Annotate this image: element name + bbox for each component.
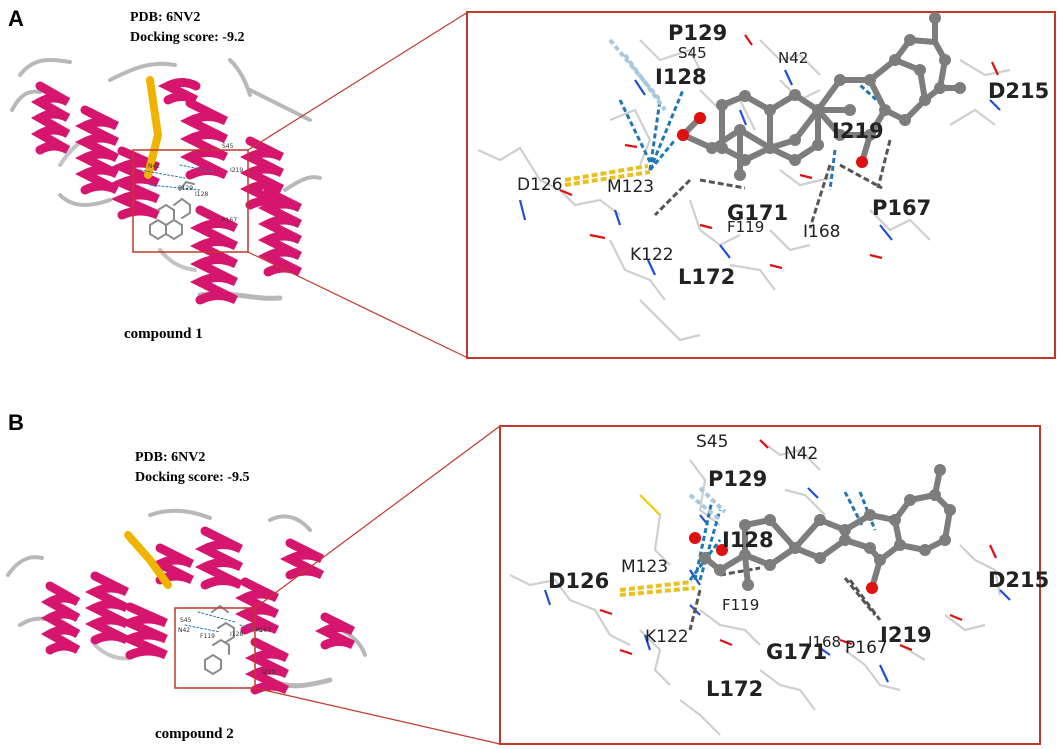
- panel-b: B PDB: 6NV2 Docking score: -9.5 compound…: [0, 400, 1059, 749]
- panel-a: A PDB: 6NV2 Docking score: -9.2 compound…: [0, 0, 1059, 370]
- zoom-box-b: [174, 607, 256, 689]
- residue-label-b-d215: D215: [988, 568, 1049, 592]
- hbonds-a: [618, 83, 884, 191]
- protein-overview-a: [10, 57, 322, 305]
- compound-caption-b: compound 2: [155, 726, 234, 742]
- residue-label-b-n42: N42: [784, 444, 818, 464]
- residue-label-b-d126: D126: [548, 569, 609, 593]
- pdb-id-a: PDB: 6NV2: [130, 10, 201, 25]
- protein-overview-b: [6, 508, 367, 695]
- sulfur-atoms-b: [639, 494, 661, 516]
- beta-strand-a: [144, 76, 163, 179]
- connector-bottom-b: [254, 687, 501, 745]
- mini-label-a-2: P129: [178, 185, 193, 192]
- zoom-box-a: [132, 149, 249, 253]
- residue-label-b-s45: S45: [696, 432, 728, 452]
- pdb-label-a: PDB: 6NV2 Docking score: -9.2: [130, 8, 244, 48]
- residue-label-b-f119: F119: [722, 596, 759, 614]
- connector-top-a: [247, 11, 469, 151]
- detail-view-a: [477, 12, 1011, 342]
- mini-label-b-1: S45: [180, 617, 192, 624]
- mini-ligand-a: [149, 180, 195, 241]
- residue-label-b-m123: M123: [621, 557, 668, 577]
- pdb-id-b: PDB: 6NV2: [135, 450, 206, 465]
- mini-ligand-b: [204, 604, 235, 676]
- residue-sticks-a: [477, 39, 1011, 342]
- residue-label-b-i168: I168: [808, 633, 841, 651]
- oxygen-atoms-b: [599, 439, 997, 656]
- panel-letter-a: A: [8, 6, 24, 31]
- mini-label-a-5: S45: [222, 143, 234, 150]
- hydrophobic-contacts-a: [653, 139, 892, 229]
- residue-label-b-i128: I128: [722, 528, 774, 552]
- mini-label-a-3: I128: [195, 191, 208, 198]
- residue-sticks-b: [509, 439, 1002, 736]
- residue-label-b-p167: P167: [845, 638, 888, 658]
- mini-label-b-5: I219: [262, 669, 275, 676]
- residue-label-a-p129: P129: [668, 21, 727, 45]
- mini-label-b-6: F119: [200, 633, 215, 640]
- residue-label-a-m123: M123: [607, 177, 654, 197]
- mini-hbonds-b: [184, 611, 263, 633]
- mini-label-b-4: P167: [256, 627, 271, 634]
- mini-label-a-4: P167: [222, 217, 237, 224]
- residue-label-a-d126: D126: [517, 175, 563, 195]
- mini-label-b-2: N42: [178, 627, 190, 634]
- residue-label-a-i168: I168: [803, 222, 840, 242]
- residue-label-a-i128: I128: [655, 65, 707, 89]
- beta-strand-b: [124, 531, 172, 589]
- residue-label-a-n42: N42: [778, 49, 808, 67]
- residue-label-a-d215: D215: [988, 79, 1049, 103]
- residue-label-a-k122: K122: [630, 245, 674, 265]
- ligand-oxygens-b: [689, 532, 878, 594]
- detail-frame-b: [499, 425, 1041, 745]
- residue-label-a-i219: I219: [832, 119, 884, 143]
- mini-hbonds-a: [139, 164, 216, 191]
- oxygen-atoms-a: [559, 34, 999, 270]
- panel-b-figure: S45 N42 I128 P167 I219 F119: [6, 425, 1049, 745]
- residue-label-b-l172: L172: [706, 677, 763, 701]
- residue-label-a-s45: S45: [678, 44, 707, 62]
- pdb-label-b: PDB: 6NV2 Docking score: -9.5: [135, 448, 249, 488]
- detail-frame-a: [466, 11, 1056, 359]
- ligand-atoms-b: [699, 464, 956, 591]
- residue-label-b-i219: I219: [880, 623, 932, 647]
- residue-label-a-p167: P167: [872, 196, 931, 220]
- residue-label-a-l172: L172: [678, 265, 735, 289]
- mini-label-b-3: I128: [230, 631, 243, 638]
- docking-score-b: Docking score: -9.5: [135, 470, 250, 485]
- connector-bottom-a: [247, 251, 469, 359]
- residue-label-a-g171: G171: [727, 201, 788, 225]
- residue-label-a-f119: F119: [727, 218, 764, 236]
- panel-letter-b: B: [8, 410, 24, 435]
- compound-caption-a: compound 1: [124, 326, 203, 342]
- salt-bridges-a: [564, 164, 651, 187]
- mini-label-a-6: I219: [230, 167, 243, 174]
- helix-group-b: [40, 526, 356, 695]
- helix-group-a: [30, 78, 303, 305]
- detail-view-b: [509, 439, 1011, 736]
- connector-top-b: [254, 425, 501, 609]
- salt-bridges-b: [619, 580, 696, 597]
- nitrogen-atoms-a: [518, 69, 1001, 276]
- panel-a-figure: N42 P129 I128 P167 S45 I219: [10, 11, 1056, 359]
- residue-label-b-p129: P129: [708, 467, 767, 491]
- residue-label-b-k122: K122: [645, 627, 689, 647]
- docking-score-a: Docking score: -9.2: [130, 30, 245, 45]
- pi-contacts-b: [688, 486, 727, 522]
- pi-contacts-a: [608, 38, 667, 112]
- hydrophobic-contacts-b: [688, 566, 882, 631]
- mini-label-a-1: N42: [148, 163, 160, 170]
- ligand-oxygens-a: [677, 112, 868, 168]
- residue-label-b-g171: G171: [766, 640, 827, 664]
